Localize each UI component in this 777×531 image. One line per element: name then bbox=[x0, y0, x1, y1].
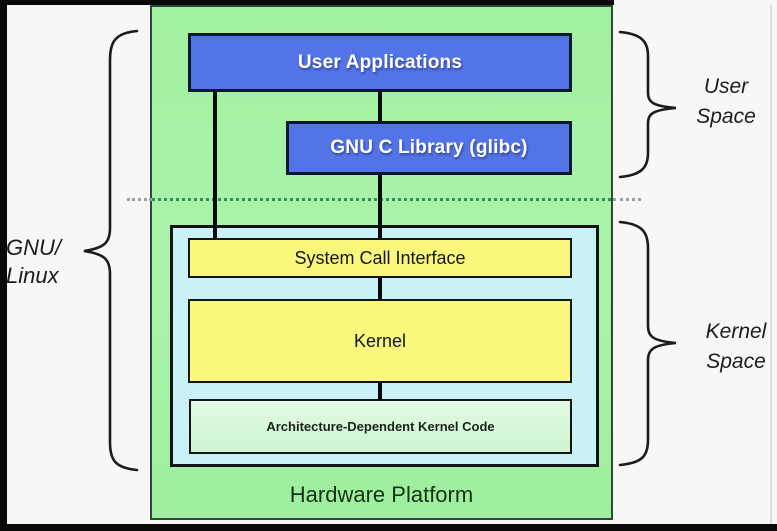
system-call-interface-box: System Call Interface bbox=[188, 238, 572, 278]
frame-border-right bbox=[770, 5, 772, 524]
user-applications-label: User Applications bbox=[297, 51, 463, 73]
arch-dependent-code-label: Architecture-Dependent Kernel Code bbox=[266, 419, 495, 434]
kernel-box: Kernel bbox=[188, 299, 572, 383]
connector-kernel-to-archcode bbox=[378, 381, 382, 401]
glibc-label: GNU C Library (glibc) bbox=[330, 137, 528, 158]
kernel-space-label: Kernel Space bbox=[705, 320, 767, 373]
user-space-brace bbox=[618, 30, 677, 179]
frame-border-left bbox=[0, 0, 7, 524]
glibc-box: GNU C Library (glibc) bbox=[286, 121, 572, 175]
hardware-platform-label: Hardware Platform bbox=[289, 482, 474, 507]
kernel-space-brace bbox=[618, 220, 677, 467]
connector-apps-to-glibc bbox=[378, 90, 382, 123]
connector-syscall-to-kernel bbox=[378, 276, 382, 301]
connector-glibc-to-syscall bbox=[378, 173, 382, 240]
frame-border-top bbox=[0, 0, 614, 5]
space-divider-dotted-line-right bbox=[613, 198, 641, 201]
space-divider-dotted-line-left bbox=[127, 198, 152, 201]
user-applications-box: User Applications bbox=[188, 33, 572, 92]
connector-apps-to-syscall bbox=[213, 90, 217, 240]
user-space-label: User Space bbox=[696, 75, 756, 128]
system-call-interface-label: System Call Interface bbox=[294, 247, 466, 268]
frame-border-bottom bbox=[0, 524, 777, 531]
gnu-linux-label: GNU/ Linux bbox=[6, 235, 61, 288]
kernel-label: Kernel bbox=[353, 330, 407, 351]
arch-dependent-code-box: Architecture-Dependent Kernel Code bbox=[189, 399, 572, 454]
